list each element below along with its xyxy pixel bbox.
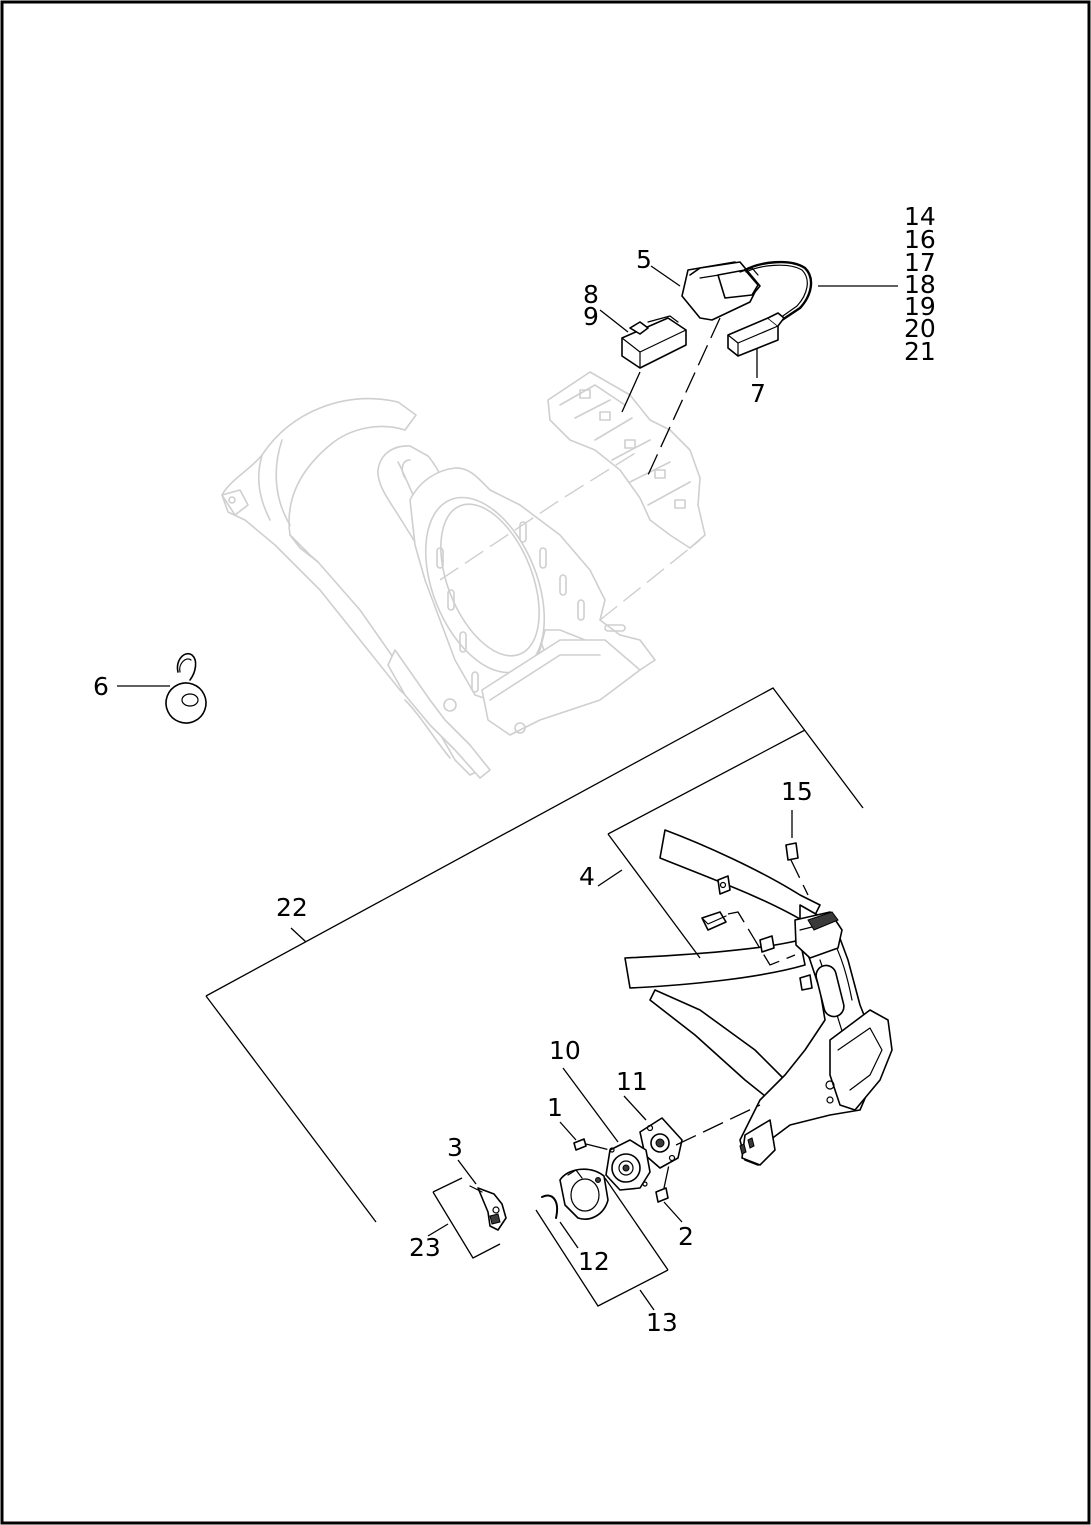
- callout-14: 14: [904, 202, 936, 231]
- callout-11: 11: [616, 1067, 648, 1096]
- callout-7: 7: [750, 379, 766, 408]
- receiver-block: [621, 315, 687, 369]
- callout-13: 13: [646, 1308, 678, 1337]
- callout-leaders: [117, 265, 898, 1311]
- frame-steering-head-assembly: [624, 829, 893, 1166]
- key-fob-tag: [165, 653, 207, 724]
- callout-21: 21: [904, 337, 936, 366]
- callout-5: 5: [636, 245, 652, 274]
- callout-17: 17: [904, 248, 936, 277]
- fender-assembly-reference-ghost: [221, 371, 706, 779]
- callout-23: 23: [409, 1233, 441, 1262]
- callout-3: 3: [447, 1133, 463, 1162]
- callout-22: 22: [276, 893, 308, 922]
- part-8-mount-line: [621, 371, 641, 413]
- ignition-switch-components: [469, 1104, 761, 1231]
- callout-2: 2: [678, 1222, 694, 1251]
- callout-labels: 14 16 17 18 19 20 21 5 8 9 7 6 15 4 22 1…: [93, 202, 936, 1337]
- callout-18: 18: [904, 270, 936, 299]
- callout-19: 19: [904, 292, 936, 321]
- callout-4: 4: [579, 862, 595, 891]
- callout-20: 20: [904, 314, 936, 343]
- screw-1-axis: [585, 1143, 611, 1151]
- callout-10: 10: [549, 1036, 581, 1065]
- callout-15: 15: [781, 777, 813, 806]
- callout-8: 8: [583, 280, 599, 309]
- callout-6: 6: [93, 672, 109, 701]
- callout-9: 9: [583, 302, 599, 331]
- callout-1: 1: [547, 1093, 563, 1122]
- switch-axis-line: [675, 1104, 761, 1146]
- callout-16: 16: [904, 225, 936, 254]
- electronic-module-with-harness: [681, 260, 813, 357]
- callout-12: 12: [578, 1247, 610, 1276]
- pin-15-mount-line: [789, 857, 809, 896]
- sensor-mount-line: [727, 911, 796, 966]
- screw-2-axis: [663, 1159, 671, 1189]
